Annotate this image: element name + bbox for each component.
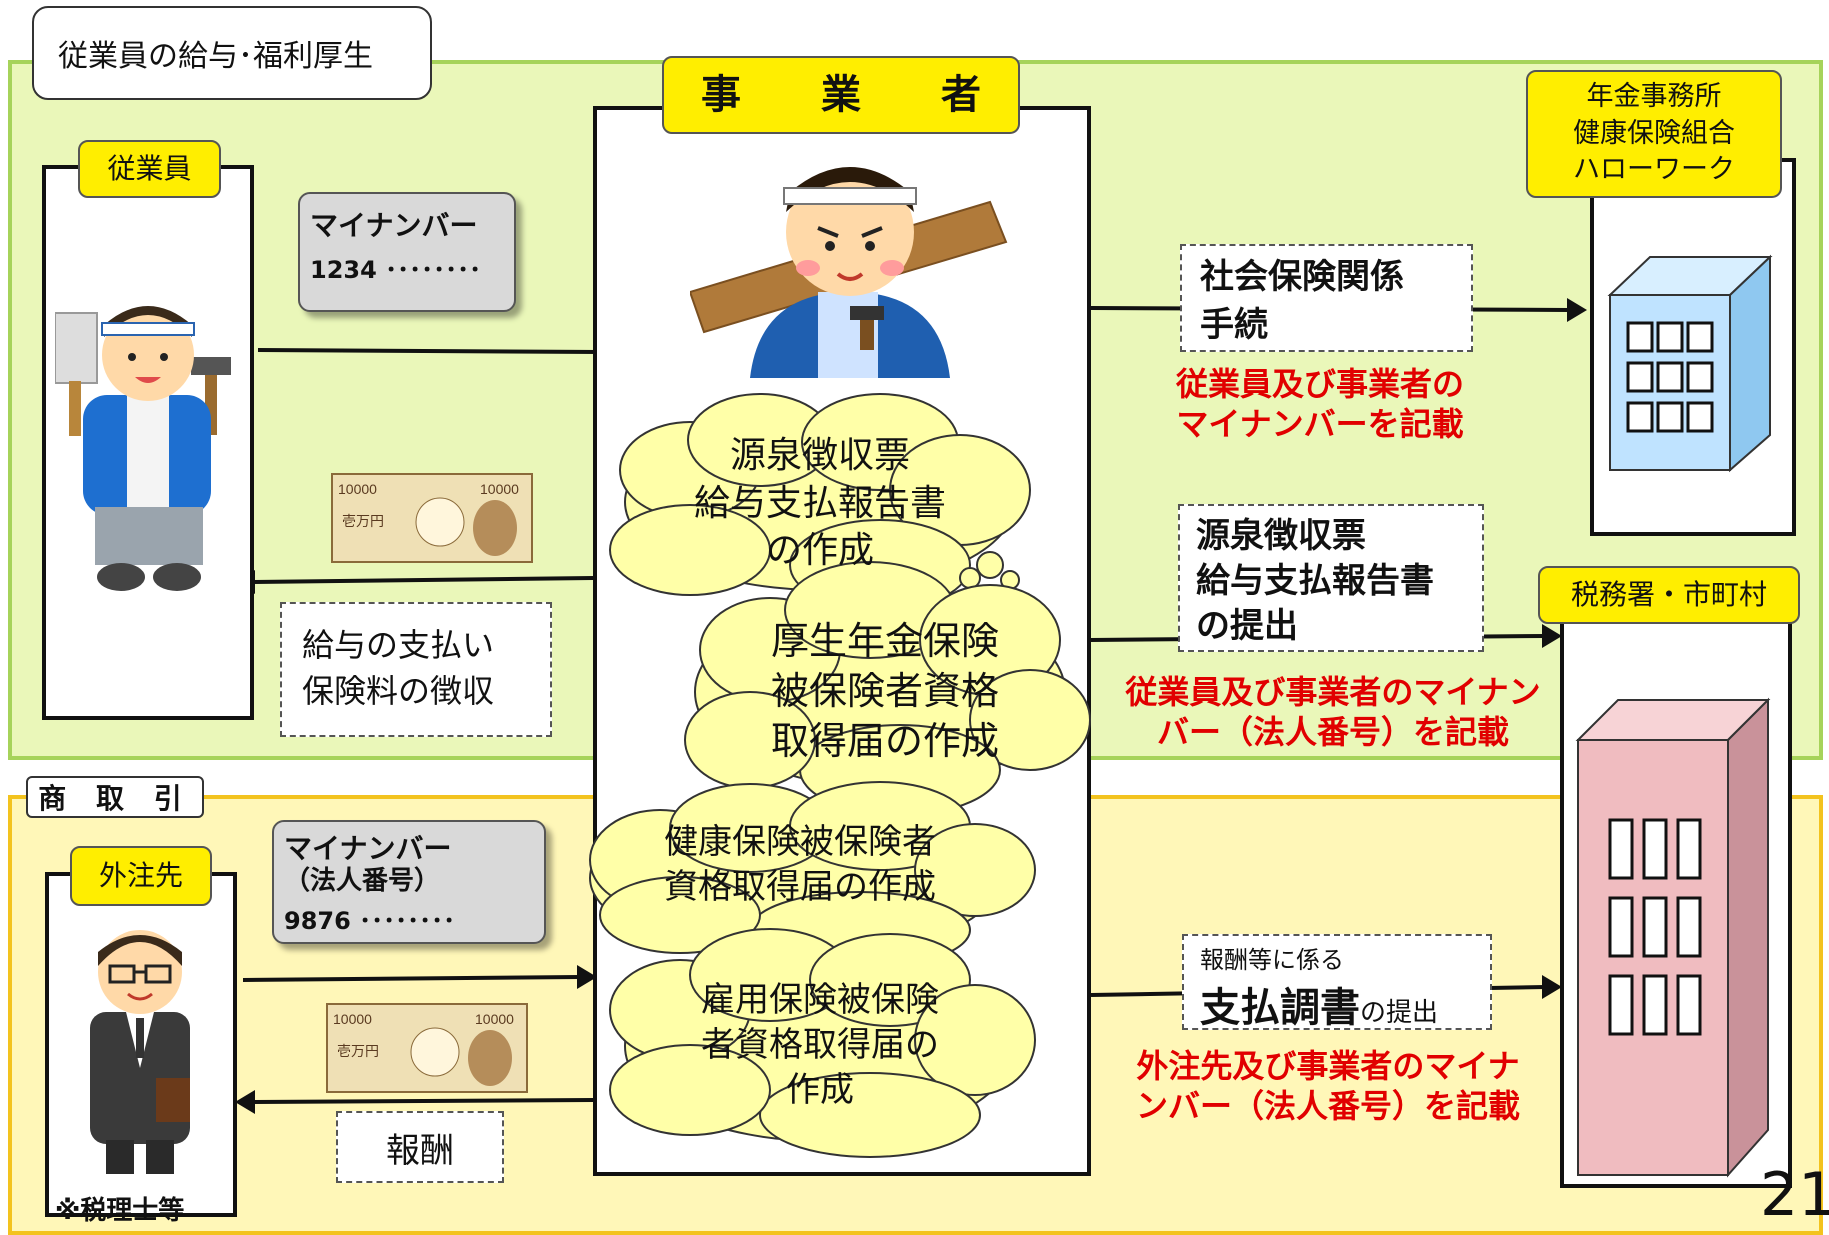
employee-illustration <box>55 306 231 591</box>
employer-illustration <box>690 167 1008 378</box>
contractor-mynumber-card: マイナンバー （法人番号） 9876 ････････ <box>272 820 546 944</box>
fee-payment-box: 報酬 <box>336 1111 504 1183</box>
arrow-mynumber-to-employer <box>257 348 601 354</box>
arrow-contractor-to-employer <box>242 975 581 982</box>
payment-record-suffix: の提出 <box>1360 998 1439 1028</box>
employee-mynumber-title: マイナンバー <box>310 209 478 242</box>
tax-office-label: 税務署・市町村 <box>1538 566 1800 624</box>
arrow-fee-to-contractor <box>249 1098 594 1104</box>
contractor-illustration <box>90 930 190 1174</box>
payment-record-main: 支払調書 <box>1200 985 1360 1031</box>
cloud-withholding: 源泉徴収票 給与支払報告書 の作成 <box>693 435 946 572</box>
payment-record-note: 外注先及び事業者のマイナ ンバー（法人番号）を記載 <box>1135 1047 1520 1125</box>
cloud-health: 健康保険被保険者 資格取得届の作成 <box>664 822 936 907</box>
employee-mynumber-card: マイナンバー 1234 ････････ <box>298 192 516 312</box>
contractor-mynumber-sub: （法人番号） <box>284 865 441 896</box>
tax-building-icon <box>1575 697 1771 1178</box>
yen-note-salary: 10000 10000 壱万円 <box>330 470 540 570</box>
contractor-mynumber-title: マイナンバー <box>284 832 452 865</box>
pension-office-label: 年金事務所 健康保険組合 ハローワーク <box>1526 70 1782 198</box>
trade-section-label: 商 取 引 <box>26 776 204 818</box>
social-insurance-note: 従業員及び事業者の マイナンバーを記載 <box>1175 365 1464 443</box>
contractor-label: 外注先 <box>70 846 212 906</box>
withholding-submission: 源泉徴収票 給与支払報告書 の提出 <box>1178 504 1484 652</box>
svg-text:10000: 10000 <box>475 1011 514 1027</box>
svg-text:壱万円: 壱万円 <box>337 1043 379 1059</box>
cloud-employment: 雇用保険被保険 者資格取得届の 作成 <box>701 980 939 1110</box>
office-building-icon <box>1607 254 1773 473</box>
svg-text:10000: 10000 <box>480 481 519 497</box>
cloud-employment-shape <box>609 928 1036 1158</box>
svg-text:壱万円: 壱万円 <box>342 513 384 529</box>
payment-record-submission: 報酬等に係る 支払調書の提出 <box>1182 934 1492 1031</box>
employee-label: 従業員 <box>78 140 221 198</box>
salary-payment-box: 給与の支払い 保険料の徴収 <box>280 602 552 737</box>
svg-text:10000: 10000 <box>333 1011 372 1027</box>
social-insurance-procedure: 社会保険関係 手続 <box>1180 244 1473 352</box>
page-number: 21 <box>1760 1160 1829 1230</box>
withholding-note: 従業員及び事業者のマイナン バー（法人番号）を記載 <box>1125 673 1541 751</box>
contractor-note: ※税理士等 <box>55 1196 185 1226</box>
contractor-mynumber-value: 9876 ････････ <box>284 906 456 935</box>
arrow-salary-to-employee <box>249 576 594 584</box>
employee-mynumber-value: 1234 ････････ <box>310 256 482 284</box>
cloud-pension: 厚生年金保険 被保険者資格 取得届の作成 <box>770 619 999 764</box>
yen-note-fee: 10000 10000 壱万円 <box>325 1000 535 1100</box>
section-title: 従業員の給与･福利厚生 <box>32 6 432 100</box>
cloud-pension-shape <box>684 561 1091 816</box>
svg-text:10000: 10000 <box>338 481 377 497</box>
payment-record-pre: 報酬等に係る <box>1200 946 1344 974</box>
employer-label: 事 業 者 <box>662 56 1020 134</box>
